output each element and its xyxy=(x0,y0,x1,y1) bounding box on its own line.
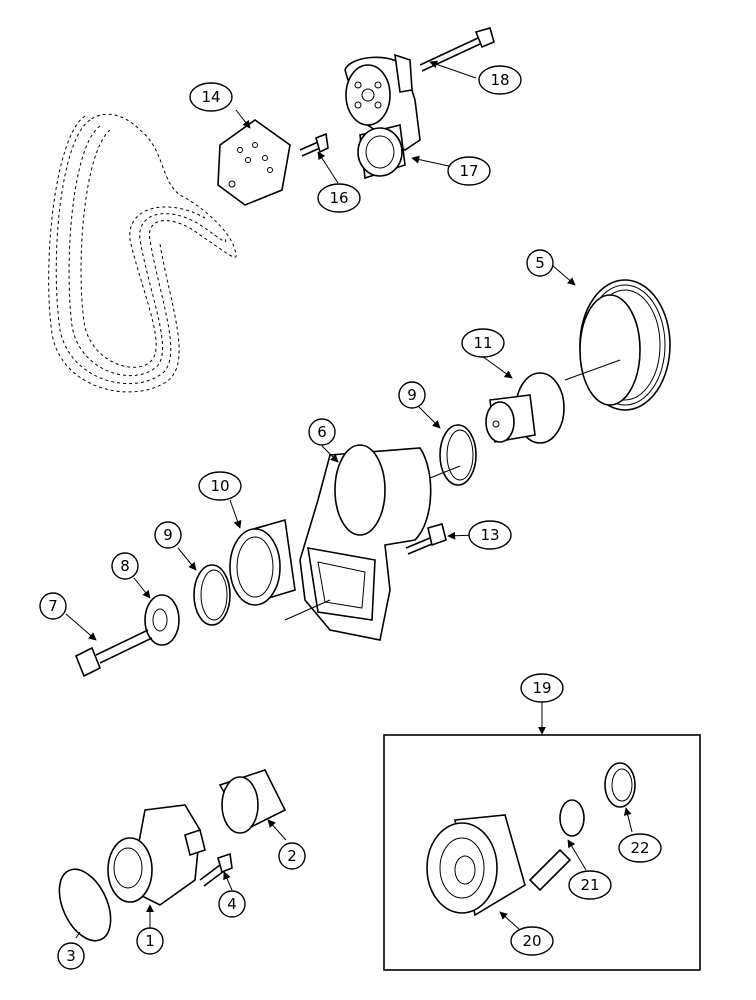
retaining-ring-upper xyxy=(439,424,477,486)
callout-2: 2 xyxy=(278,842,306,870)
callout-6: 6 xyxy=(308,418,336,446)
svg-text:2: 2 xyxy=(287,847,297,865)
svg-text:8: 8 xyxy=(120,557,130,575)
bolt-7 xyxy=(74,629,153,678)
callout-4: 4 xyxy=(218,890,246,918)
svg-text:16: 16 xyxy=(329,189,348,207)
bolt-18 xyxy=(419,27,495,72)
drive-belt xyxy=(48,113,237,393)
callout-21: 21 xyxy=(568,870,612,900)
svg-text:5: 5 xyxy=(535,254,545,272)
bolt-13 xyxy=(405,523,447,555)
kit-box xyxy=(383,734,701,971)
idler-housing xyxy=(299,444,432,641)
svg-text:10: 10 xyxy=(210,477,229,495)
svg-text:13: 13 xyxy=(480,526,499,544)
callout-9-upper: 9 xyxy=(398,381,426,409)
dust-cap xyxy=(604,762,636,808)
o-ring xyxy=(58,868,112,942)
bolt-16 xyxy=(299,132,329,157)
callout-19: 19 xyxy=(520,673,564,703)
callout-1: 1 xyxy=(136,927,164,955)
callout-17: 17 xyxy=(447,156,491,186)
callout-9-lower: 9 xyxy=(154,521,182,549)
washer xyxy=(144,594,180,646)
bolt-4 xyxy=(199,852,233,887)
svg-text:1: 1 xyxy=(145,932,155,950)
svg-text:20: 20 xyxy=(522,932,541,950)
callout-7: 7 xyxy=(39,592,67,620)
svg-text:6: 6 xyxy=(317,423,327,441)
tensioner-bracket xyxy=(217,119,291,206)
tensioner-pulley xyxy=(357,124,406,180)
callout-10: 10 xyxy=(198,471,242,501)
callout-14: 14 xyxy=(189,82,233,112)
callout-13: 13 xyxy=(468,520,512,550)
svg-text:3: 3 xyxy=(66,947,76,965)
retaining-ring-lower xyxy=(193,564,231,626)
callout-22: 22 xyxy=(618,833,662,863)
callout-5: 5 xyxy=(526,249,554,277)
svg-text:4: 4 xyxy=(227,895,237,913)
callout-8: 8 xyxy=(111,552,139,580)
belt-tensioner xyxy=(344,53,421,151)
callout-11: 11 xyxy=(461,328,505,358)
leader-lines xyxy=(65,60,633,939)
svg-text:11: 11 xyxy=(473,334,492,352)
bolt-21 xyxy=(528,799,585,892)
idler-pulley-20 xyxy=(426,814,526,917)
hub xyxy=(485,372,565,444)
svg-text:14: 14 xyxy=(201,88,220,106)
svg-text:18: 18 xyxy=(490,71,509,89)
svg-text:9: 9 xyxy=(163,526,173,544)
crankshaft-pulley xyxy=(579,279,671,411)
svg-text:21: 21 xyxy=(580,876,599,894)
svg-text:22: 22 xyxy=(630,839,649,857)
idler-pulley-2 xyxy=(218,769,287,834)
svg-text:9: 9 xyxy=(407,386,417,404)
svg-text:17: 17 xyxy=(459,162,478,180)
callout-18: 18 xyxy=(478,65,522,95)
callout-3: 3 xyxy=(57,942,85,970)
water-pump xyxy=(107,804,206,906)
callout-16: 16 xyxy=(317,183,361,213)
assembly-axis xyxy=(284,359,621,621)
callout-20: 20 xyxy=(510,926,554,956)
svg-text:7: 7 xyxy=(48,597,58,615)
bearing xyxy=(229,518,296,606)
svg-text:19: 19 xyxy=(532,679,551,697)
